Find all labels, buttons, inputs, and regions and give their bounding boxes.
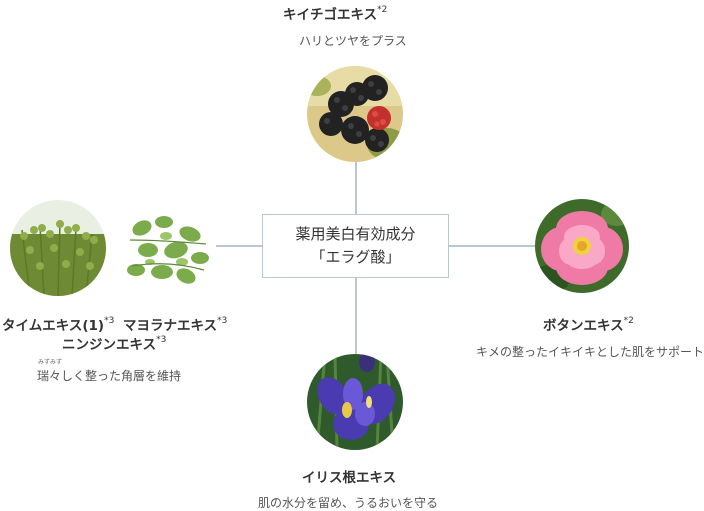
bottom-ingredient-desc: 肌の水分を留め、うるおいを守る (258, 496, 439, 510)
thyme-herb-photo (10, 200, 106, 296)
iris-flower-photo (307, 354, 403, 450)
carrot-note: *3 (156, 334, 167, 345)
top-ingredient-desc: ハリとツヤをプラス (299, 34, 407, 48)
marjoram-title: マヨラナエキス (123, 318, 218, 334)
connector-bottom (355, 278, 357, 354)
left-ingredient-titles-row1: タイムエキス(1)*3 マヨラナエキス*3 (2, 314, 228, 335)
center-ingredient-name: 薬用美白有効成分 (295, 225, 416, 243)
marjoram-note: *3 (217, 315, 228, 326)
left-ingredient-desc: 瑞々しく整った角層を維持 (37, 369, 182, 383)
thyme-note: *3 (104, 315, 115, 326)
center-ingredient-subname: 「エラグ酸」 (310, 248, 401, 266)
center-ingredient-box: 薬用美白有効成分 「エラグ酸」 (262, 214, 449, 278)
peony-flower-photo (535, 199, 629, 293)
top-note: *2 (377, 4, 388, 15)
connector-left (214, 245, 262, 247)
carrot-title: ニンジンエキス (62, 337, 157, 353)
bottom-ingredient-title: イリス根エキス (302, 470, 397, 486)
top-ingredient-title: キイチゴエキス*2 (283, 4, 388, 24)
right-note: *2 (623, 315, 634, 326)
connector-right (449, 245, 535, 247)
left-ruby-reading: みずみず (38, 359, 63, 366)
connector-top (355, 160, 357, 214)
left-ingredient-titles-row2: ニンジンエキス*3 (62, 333, 167, 354)
marjoram-leaves-photo (120, 200, 216, 296)
right-ingredient-title: ボタンエキス*2 (543, 315, 634, 335)
raspberry-blackberry-photo (307, 66, 403, 162)
thyme-title: タイムエキス(1) (2, 318, 105, 334)
right-ingredient-desc: キメの整ったイキイキとした肌をサポート (476, 345, 704, 359)
